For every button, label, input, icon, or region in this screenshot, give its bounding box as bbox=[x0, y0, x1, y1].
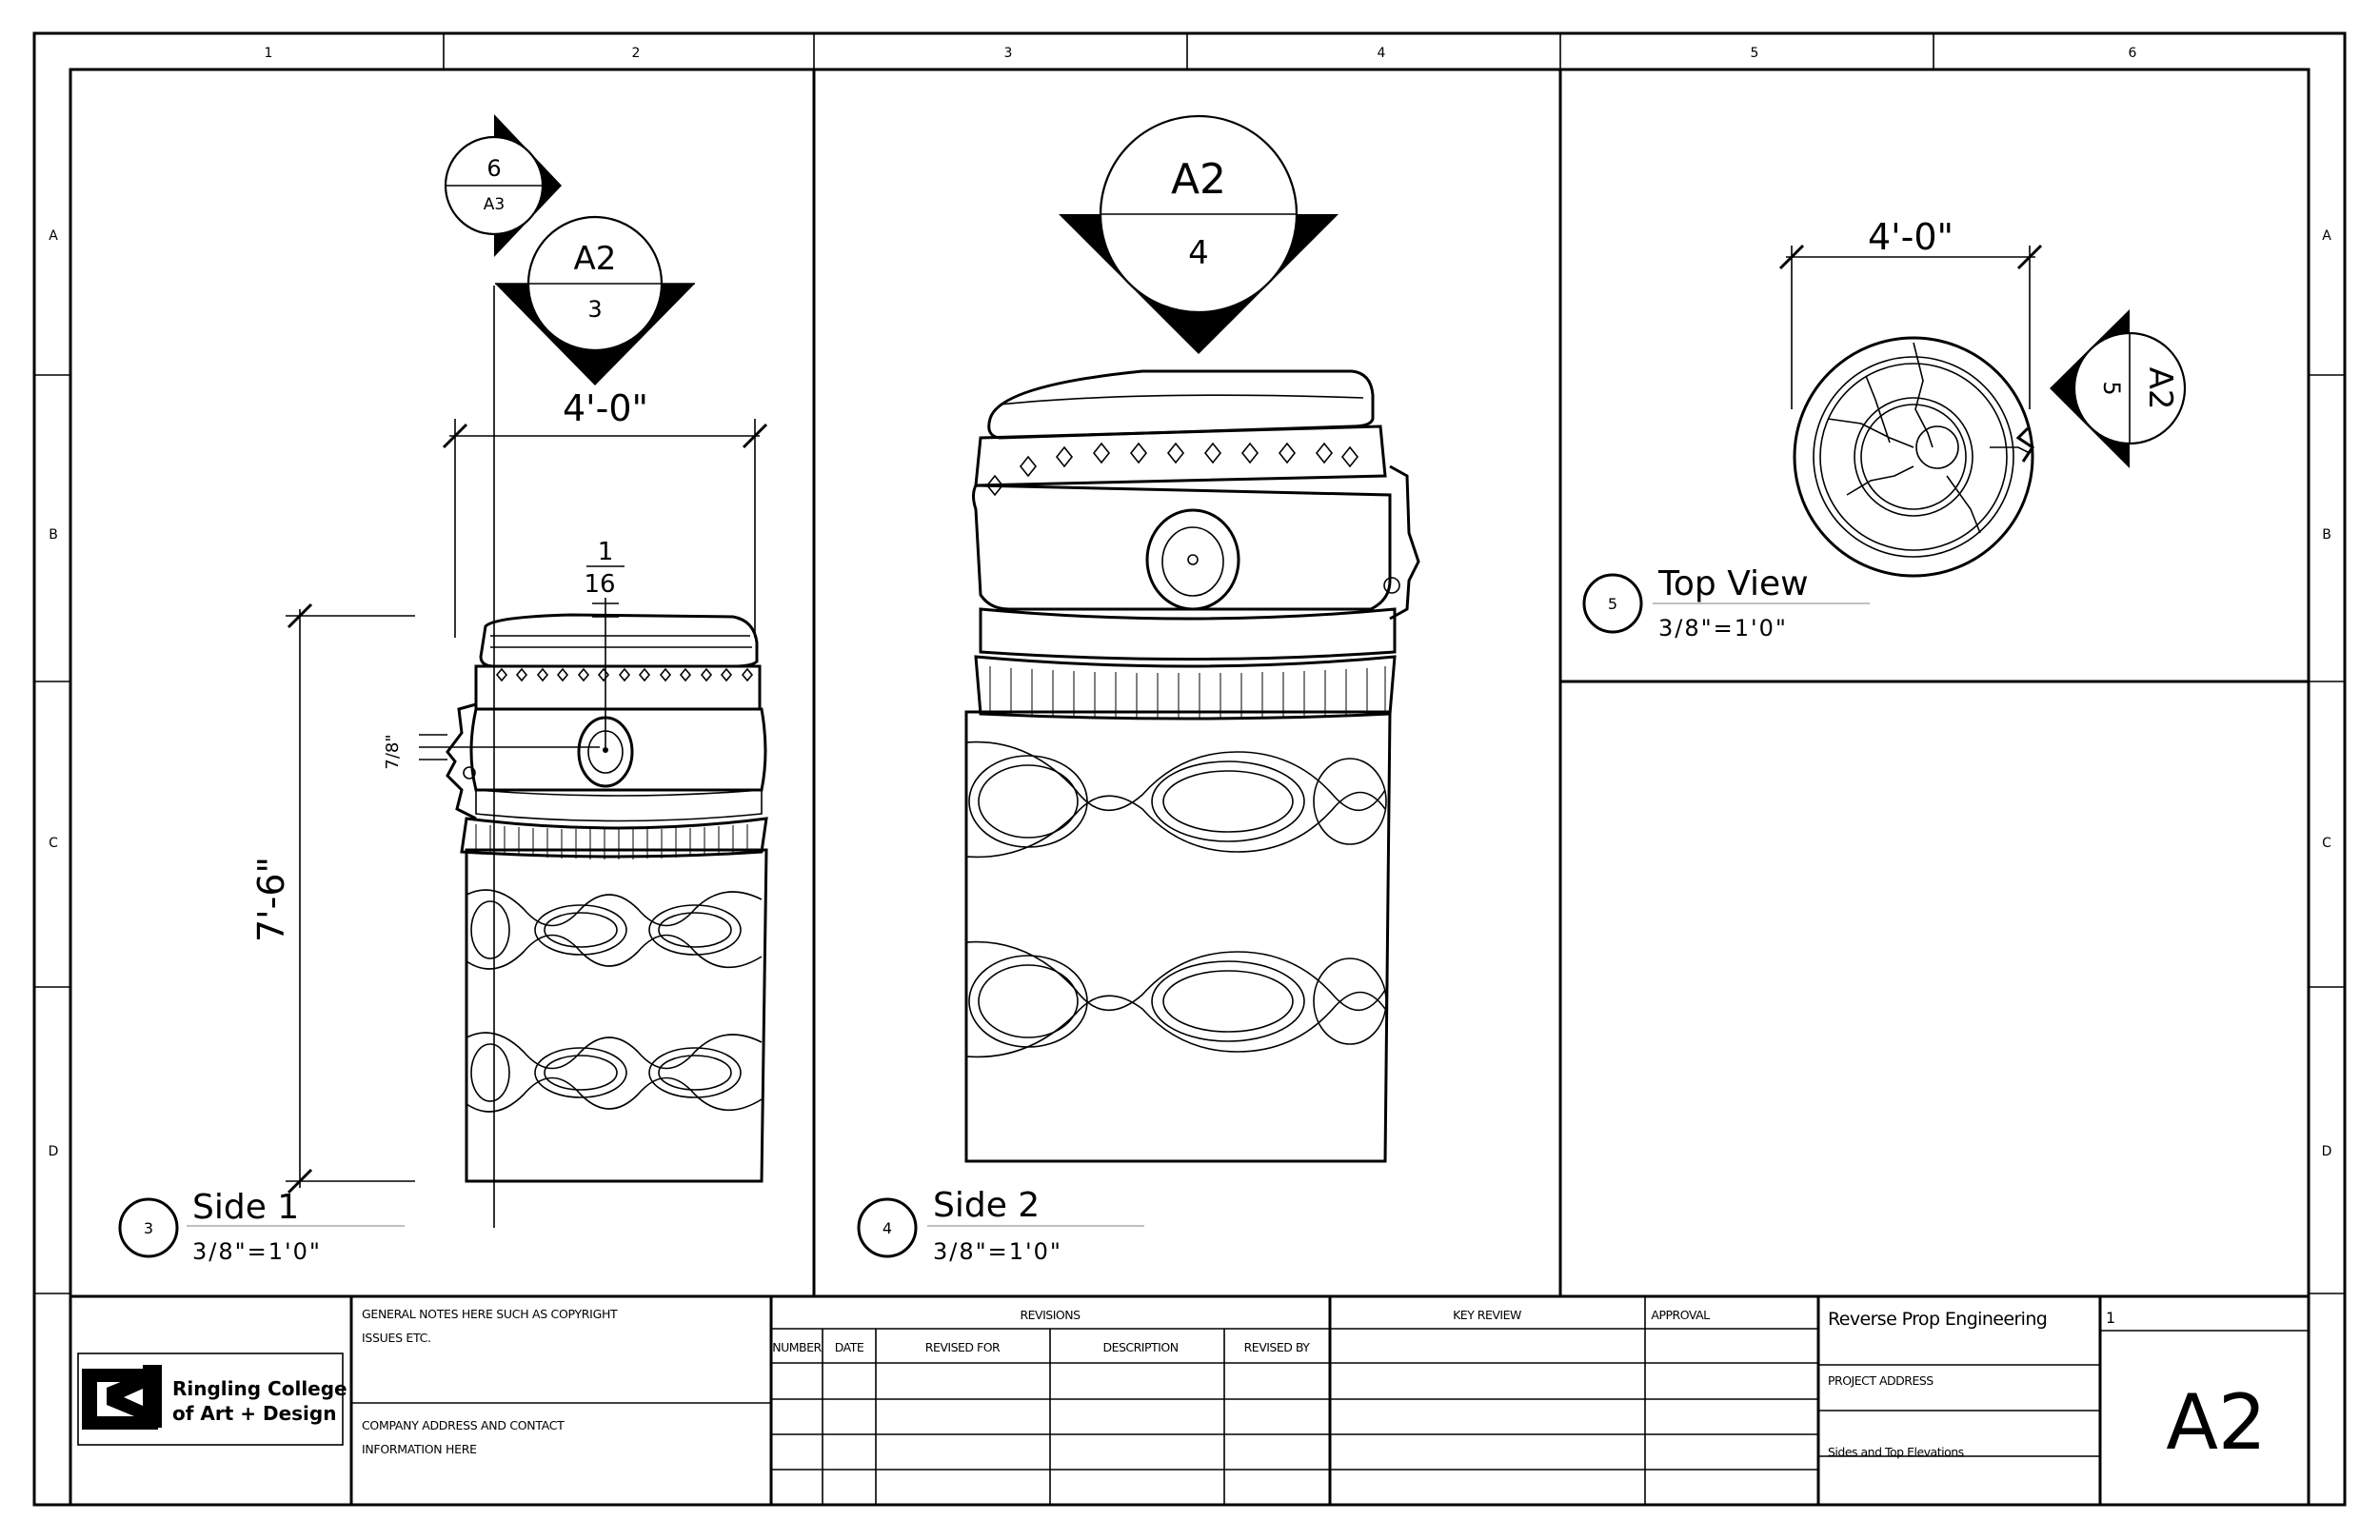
top-plan-drawing bbox=[1793, 336, 2035, 578]
svg-text:Sides and Top Elevations: Sides and Top Elevations bbox=[1828, 1445, 1964, 1459]
svg-text:ISSUES ETC.: ISSUES ETC. bbox=[362, 1331, 431, 1345]
svg-text:A2: A2 bbox=[1171, 155, 1226, 204]
side2-oval-band-lower bbox=[965, 940, 1387, 1058]
sheet-number-block: 1 A2 bbox=[2100, 1309, 2309, 1467]
svg-text:INFORMATION HERE: INFORMATION HERE bbox=[362, 1442, 477, 1456]
svg-text:A2: A2 bbox=[574, 240, 617, 278]
svg-text:5: 5 bbox=[1608, 595, 1617, 613]
side1-fraction-dimension: 1 16 7/8" bbox=[383, 538, 625, 770]
top-view: 4'-0" A2 5 5 bbox=[1582, 216, 2187, 642]
svg-text:A3: A3 bbox=[484, 195, 505, 214]
side1-height-dimension: 7'-6" bbox=[250, 602, 415, 1194]
row-label-c-left: C bbox=[49, 836, 58, 851]
svg-text:REVISIONS: REVISIONS bbox=[1020, 1308, 1081, 1322]
svg-text:4: 4 bbox=[1188, 234, 1209, 272]
project-info: Reverse Prop Engineering PROJECT ADDRESS… bbox=[1818, 1309, 2100, 1459]
side1-oval-band-lower bbox=[466, 1032, 763, 1113]
side2-diamonds bbox=[985, 442, 1359, 497]
row-label-a-left: A bbox=[49, 228, 58, 244]
svg-text:Top View: Top View bbox=[1657, 564, 1809, 603]
svg-text:GENERAL NOTES HERE SUCH AS COP: GENERAL NOTES HERE SUCH AS COPYRIGHT bbox=[362, 1307, 618, 1321]
side1-title: 3 Side 1 3/8"=1'0" bbox=[118, 1188, 405, 1265]
side2-oval-band-upper bbox=[965, 740, 1387, 859]
svg-text:7/8": 7/8" bbox=[383, 734, 403, 769]
svg-text:A2: A2 bbox=[2141, 367, 2179, 410]
svg-text:3/8"=1'0": 3/8"=1'0" bbox=[933, 1238, 1062, 1265]
svg-text:16: 16 bbox=[584, 570, 615, 599]
svg-text:Side 2: Side 2 bbox=[933, 1186, 1040, 1225]
column-label-2: 2 bbox=[632, 46, 641, 61]
svg-text:REVISED FOR: REVISED FOR bbox=[925, 1340, 1001, 1354]
svg-text:REVISED BY: REVISED BY bbox=[1244, 1340, 1311, 1354]
top-title: 5 Top View 3/8"=1'0" bbox=[1582, 564, 1870, 642]
top-width-dimension: 4'-0" bbox=[1778, 216, 2043, 409]
side1-section-marker: 6 A3 bbox=[444, 114, 562, 257]
side1-view: 6 A3 A2 3 4'-0" 7'-6" bbox=[118, 114, 768, 1265]
column-label-4: 4 bbox=[1378, 46, 1386, 61]
svg-text:APPROVAL: APPROVAL bbox=[1651, 1308, 1710, 1322]
row-label-d-right: D bbox=[2322, 1144, 2332, 1159]
row-label-d-left: D bbox=[49, 1144, 59, 1159]
top-elevation-marker: A2 5 bbox=[2050, 309, 2187, 468]
side1-oval-band-upper bbox=[466, 889, 763, 970]
ringling-logo-icon bbox=[82, 1365, 162, 1430]
svg-text:3: 3 bbox=[144, 1219, 153, 1237]
row-label-a-right: A bbox=[2322, 228, 2331, 244]
svg-text:3/8"=1'0": 3/8"=1'0" bbox=[192, 1238, 322, 1265]
row-grid: A B C D A B C D bbox=[34, 228, 2345, 1294]
row-label-b-right: B bbox=[2322, 527, 2331, 543]
svg-text:4'-0": 4'-0" bbox=[563, 387, 648, 429]
svg-text:Reverse Prop Engineering: Reverse Prop Engineering bbox=[1828, 1309, 2047, 1330]
column-label-6: 6 bbox=[2129, 46, 2137, 61]
svg-text:3: 3 bbox=[587, 296, 602, 323]
side1-elevation-marker: A2 3 bbox=[495, 215, 695, 385]
side2-view: A2 4 bbox=[857, 114, 1420, 1265]
review-approval-table: KEY REVIEW APPROVAL bbox=[1330, 1296, 1818, 1505]
side1-diamonds bbox=[495, 667, 754, 682]
row-label-b-left: B bbox=[49, 527, 58, 543]
svg-text:4'-0": 4'-0" bbox=[1868, 216, 1954, 258]
svg-text:1: 1 bbox=[598, 538, 614, 566]
inner-border bbox=[69, 68, 2311, 1507]
revisions-table: REVISIONS NUMBER DATE REVISED FOR DESCRI… bbox=[771, 1308, 1330, 1505]
column-label-5: 5 bbox=[1751, 46, 1759, 61]
side2-title: 4 Side 2 3/8"=1'0" bbox=[857, 1186, 1144, 1265]
column-grid: 1 2 3 4 5 6 bbox=[265, 33, 2137, 69]
svg-text:DATE: DATE bbox=[835, 1340, 864, 1354]
svg-text:1: 1 bbox=[2106, 1309, 2115, 1327]
svg-text:6: 6 bbox=[486, 155, 501, 182]
sheet-number: A2 bbox=[2166, 1378, 2267, 1467]
side2-elevation-marker: A2 4 bbox=[1059, 114, 1339, 354]
svg-text:COMPANY ADDRESS AND CONTACT: COMPANY ADDRESS AND CONTACT bbox=[362, 1418, 565, 1432]
side1-prop-drawing bbox=[446, 613, 768, 1183]
svg-text:Side 1: Side 1 bbox=[192, 1188, 299, 1227]
logo-block: Ringling College of Art + Design bbox=[77, 1352, 347, 1446]
svg-text:Ringling College: Ringling College bbox=[172, 1377, 347, 1400]
svg-text:NUMBER: NUMBER bbox=[772, 1340, 822, 1354]
svg-text:4: 4 bbox=[883, 1219, 892, 1237]
side1-width-dimension: 4'-0" bbox=[442, 387, 768, 638]
svg-text:5: 5 bbox=[2098, 381, 2125, 395]
svg-text:DESCRIPTION: DESCRIPTION bbox=[1102, 1340, 1178, 1354]
svg-text:KEY REVIEW: KEY REVIEW bbox=[1453, 1308, 1521, 1322]
svg-text:3/8"=1'0": 3/8"=1'0" bbox=[1658, 615, 1788, 642]
svg-text:7'-6": 7'-6" bbox=[250, 857, 292, 942]
notes-block: GENERAL NOTES HERE SUCH AS COPYRIGHT ISS… bbox=[351, 1307, 771, 1456]
side2-prop-drawing bbox=[964, 369, 1420, 1163]
svg-text:PROJECT ADDRESS: PROJECT ADDRESS bbox=[1828, 1373, 1934, 1388]
row-label-c-right: C bbox=[2322, 836, 2331, 851]
column-label-1: 1 bbox=[265, 46, 273, 61]
svg-text:of Art + Design: of Art + Design bbox=[172, 1402, 336, 1425]
title-block: Ringling College of Art + Design GENERAL… bbox=[77, 1296, 2309, 1505]
column-label-3: 3 bbox=[1004, 46, 1013, 61]
